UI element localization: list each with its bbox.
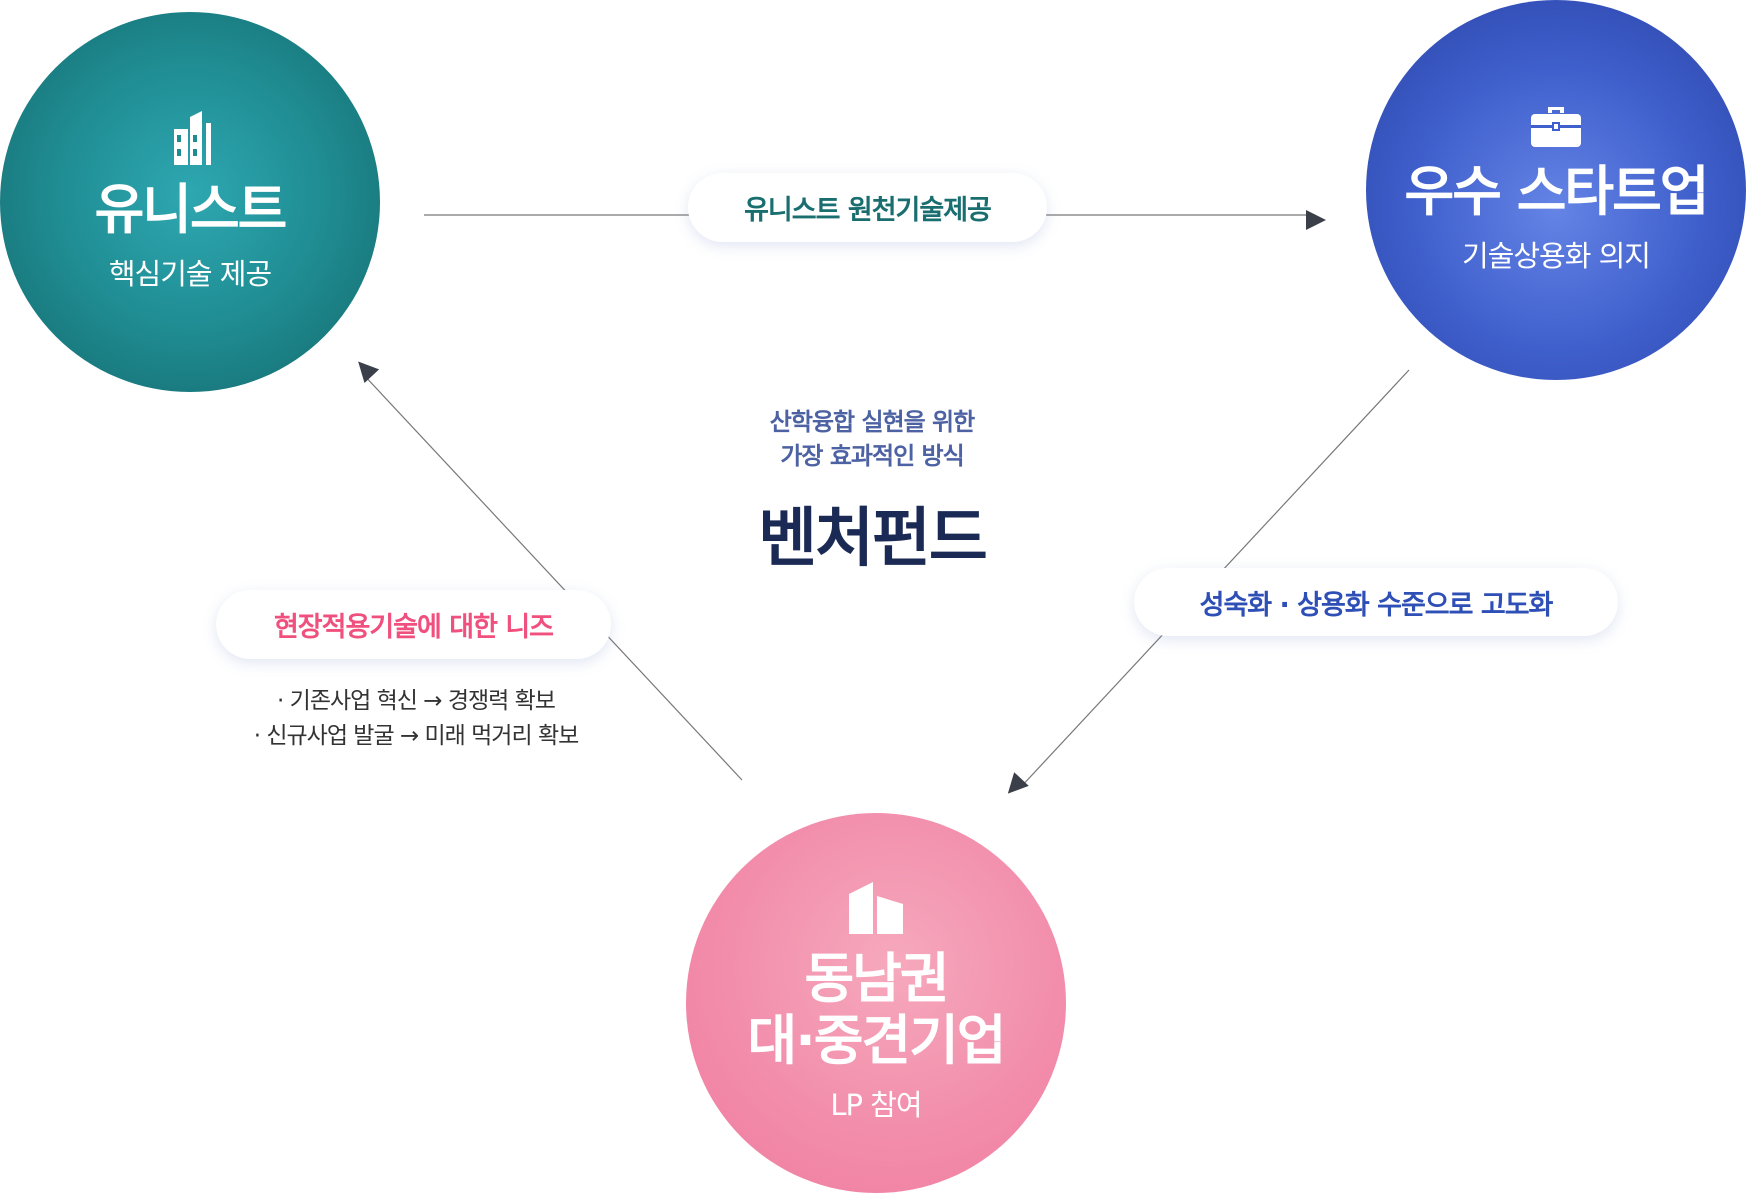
bullet-item: · 신규사업 발굴 → 미래 먹거리 확보 (253, 723, 580, 749)
edge-label-right: 성숙화 · 상용화 수준으로 고도화 (1134, 568, 1618, 636)
briefcase-icon (1531, 106, 1581, 147)
center-title: 벤처펀드 (758, 502, 988, 576)
edge-label-left: 현장적용기술에 대한 니즈 (216, 590, 611, 659)
buildings-icon (849, 881, 903, 934)
center-line2: 가장 효과적인 방식 (780, 442, 964, 470)
center-caption: 산학융합 실현을 위한 가장 효과적인 방식 벤처펀드 (672, 405, 1072, 579)
unist-title: 유니스트 (94, 177, 288, 241)
needs-bullet-list: · 기존사업 혁신 → 경쟁력 확보 · 신규사업 발굴 → 미래 먹거리 확보 (216, 684, 616, 754)
bullet-item: · 기존사업 혁신 → 경쟁력 확보 (277, 688, 556, 714)
edge-label-top: 유니스트 원천기술제공 (688, 173, 1047, 242)
node-startup: 우수 스타트업 기술상용화 의지 (1366, 0, 1746, 380)
startup-subtitle: 기술상용화 의지 (1462, 239, 1651, 274)
unist-subtitle: 핵심기술 제공 (108, 257, 272, 292)
arrow-enterprise-to-unist (358, 361, 743, 781)
center-line1: 산학융합 실현을 위한 (769, 408, 975, 436)
startup-title: 우수 스타트업 (1404, 159, 1710, 223)
enterprise-title-line2: 대·중견기업 (747, 1009, 1007, 1072)
building-icon (174, 110, 211, 165)
node-unist: 유니스트 핵심기술 제공 (0, 12, 380, 392)
enterprise-title-line1: 동남권 (804, 946, 949, 1010)
node-enterprise: 동남권 대·중견기업 LP 참여 (686, 813, 1066, 1193)
enterprise-subtitle: LP 참여 (830, 1088, 922, 1123)
